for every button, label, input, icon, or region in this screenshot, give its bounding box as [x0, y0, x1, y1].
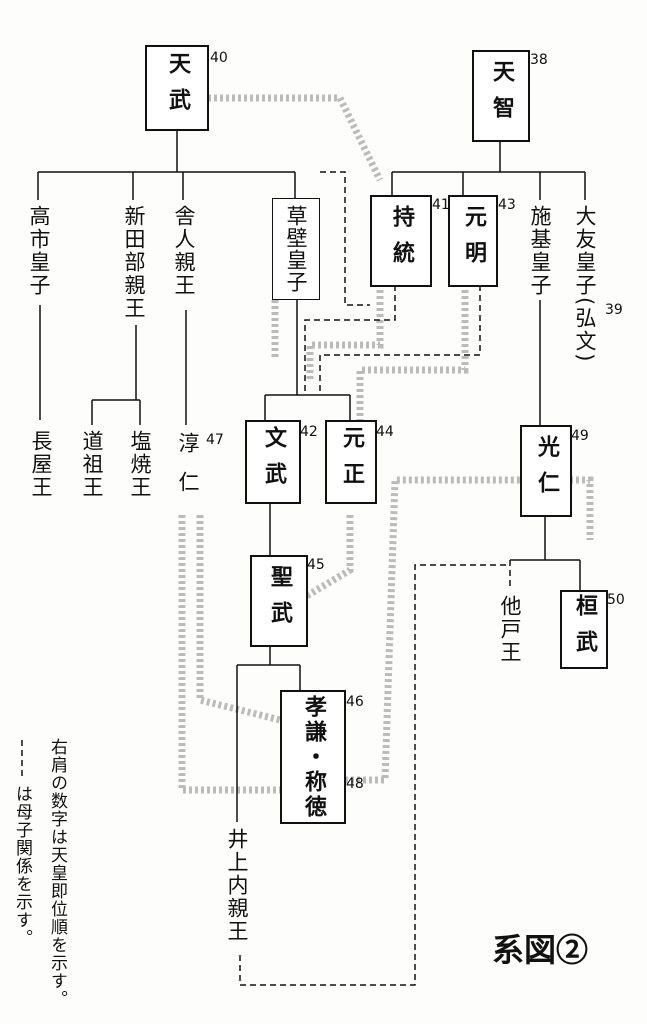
name: 草壁皇子 — [284, 205, 308, 293]
reign-number: 41 — [432, 197, 450, 213]
name: 光仁 — [534, 435, 559, 507]
person-junnin: 淳仁 — [176, 432, 200, 510]
name: 元正 — [339, 426, 364, 498]
reign-number: 49 — [571, 428, 589, 444]
reign-number: 48 — [346, 776, 364, 792]
name: 孝謙・称徳 — [301, 694, 326, 820]
reign-number: 38 — [530, 52, 548, 68]
person-shioyaki: 塩焼王 — [128, 430, 152, 499]
person-kanmu: 桓武 — [560, 590, 608, 669]
name: 天武 — [165, 52, 190, 124]
name: 持統 — [389, 205, 414, 277]
reign-number: 40 — [210, 50, 228, 66]
person-takechi: 高市皇子 — [27, 205, 51, 297]
parent-child-lines — [37, 128, 586, 822]
name: 天智 — [489, 60, 514, 132]
diagram-title: 系図② — [492, 931, 589, 969]
person-inoue: 井上内親王 — [225, 828, 249, 943]
reign-number: 50 — [607, 592, 625, 608]
person-shomu: 聖武 — [250, 555, 308, 647]
name: 元明 — [461, 205, 486, 277]
person-monmu: 文武 — [245, 420, 301, 504]
reign-number: 45 — [307, 557, 325, 573]
mother-child-lines — [21, 171, 511, 986]
reign-number: 43 — [498, 197, 516, 213]
person-toneri: 舎人親王 — [172, 205, 196, 297]
note-reign-numbers: 右肩の数字は天皇即位順を示す。 — [47, 738, 67, 1008]
person-kusakabe: 草壁皇子 — [272, 198, 320, 300]
person-genmei: 元明 — [448, 195, 498, 287]
person-nagaya: 長屋王 — [29, 430, 53, 499]
person-koken-shotoku: 孝謙・称徳 — [280, 690, 346, 824]
reign-number: 44 — [376, 424, 394, 440]
person-osabe: 他戸王 — [498, 595, 522, 664]
person-tenji: 天智 — [472, 50, 530, 142]
note-dashed-line: は母子関係を示す。 — [12, 785, 32, 947]
person-otomo: 大友皇子(弘文) — [573, 205, 597, 364]
reign-number: 47 — [206, 432, 224, 448]
person-konin: 光仁 — [520, 425, 572, 517]
reign-number: 46 — [346, 694, 364, 710]
name: 聖武 — [267, 565, 292, 637]
name: 文武 — [261, 426, 286, 498]
name: 桓武 — [572, 593, 597, 666]
reign-number: 39 — [605, 302, 623, 318]
person-niitabe: 新田部親王 — [122, 205, 146, 320]
person-funado: 道祖王 — [80, 430, 104, 499]
succession-arrows — [178, 94, 594, 794]
person-shiki: 施基皇子 — [528, 205, 552, 297]
person-tenmu: 天武 — [145, 45, 209, 131]
person-gensho: 元正 — [325, 420, 377, 504]
reign-number: 42 — [300, 424, 318, 440]
person-jito: 持統 — [370, 195, 432, 287]
